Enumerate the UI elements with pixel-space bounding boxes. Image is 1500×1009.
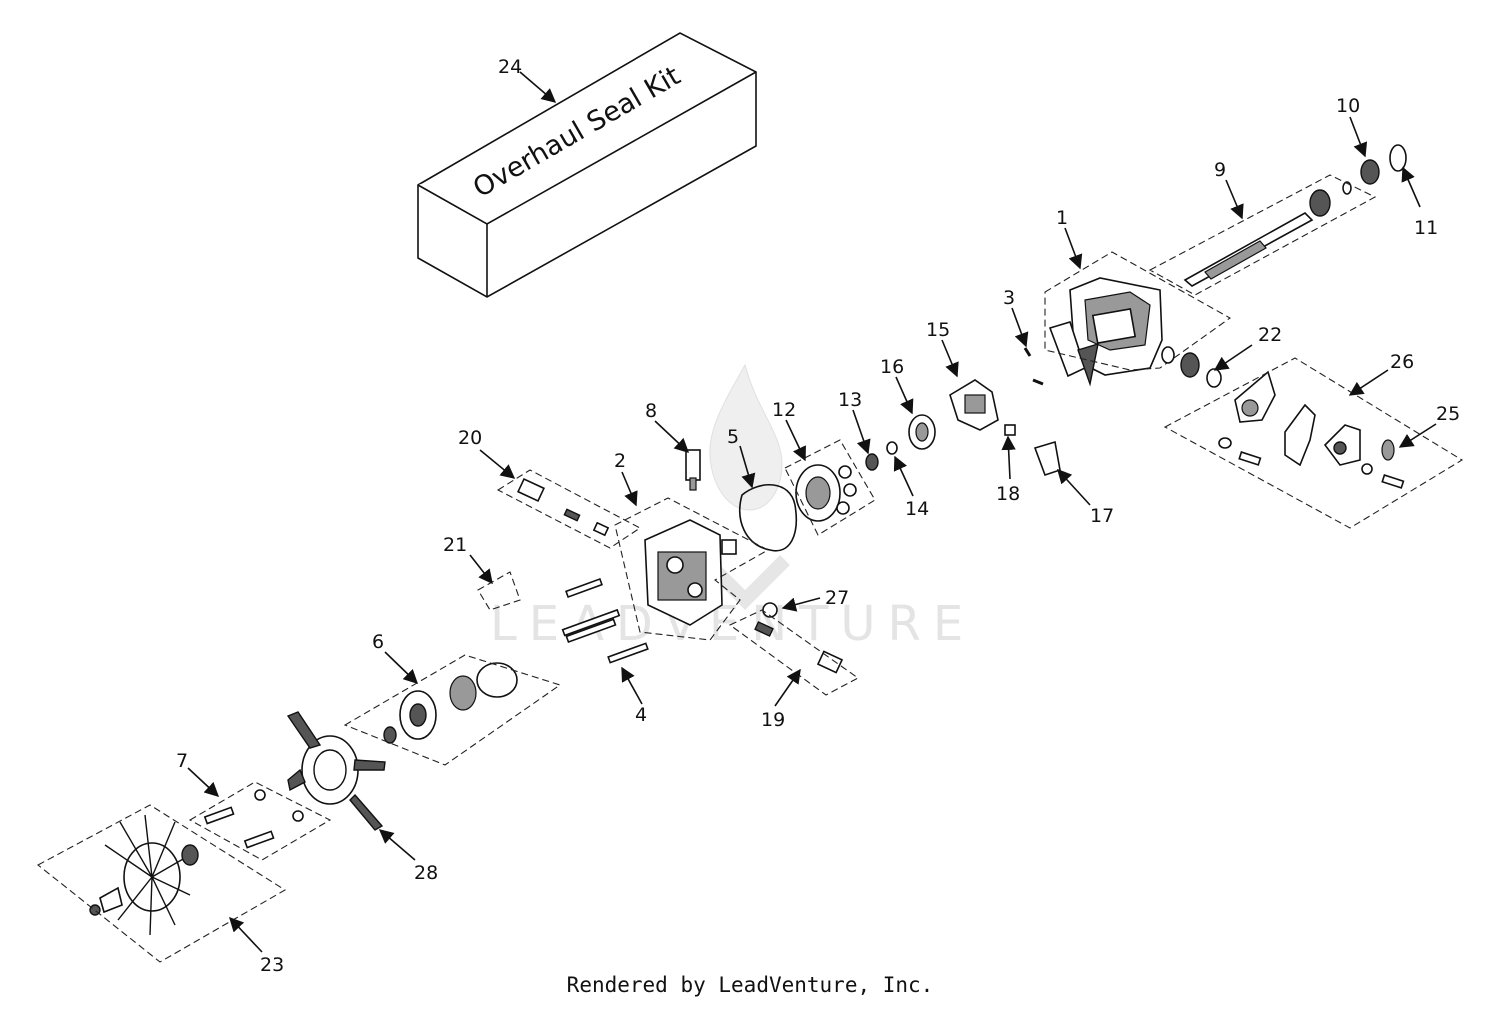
callout-26: 26	[1390, 351, 1414, 373]
retaining-ring-11	[1389, 144, 1407, 172]
callout-labels: 24 1 2 3 4 5 6 7 8 9 10 11 12 13 14 15 1…	[176, 56, 1460, 976]
screws-7	[203, 789, 304, 849]
pin-3b	[1032, 378, 1044, 386]
center-section	[644, 519, 737, 626]
charge-pump-6	[383, 662, 518, 744]
callout-8: 8	[645, 400, 657, 422]
callout-21: 21	[443, 534, 467, 556]
callout-22: 22	[1258, 324, 1282, 346]
callout-4: 4	[635, 704, 647, 726]
valve-8	[685, 449, 701, 491]
bypass-valve-20	[517, 477, 610, 537]
cylinder-block	[795, 464, 857, 522]
cooling-fan-23	[89, 814, 199, 936]
callout-14: 14	[905, 498, 929, 520]
callout-18: 18	[996, 483, 1020, 505]
output-shaft	[1183, 181, 1352, 287]
callout-9: 9	[1214, 159, 1226, 181]
callout-1: 1	[1056, 207, 1068, 229]
pin-3a	[1023, 347, 1032, 357]
callout-7: 7	[176, 750, 188, 772]
callout-13: 13	[838, 389, 862, 411]
footer-credit: Rendered by LeadVenture, Inc.	[566, 973, 934, 997]
callout-16: 16	[880, 356, 904, 378]
main-housing	[1048, 277, 1163, 387]
callout-24: 24	[498, 56, 522, 78]
callout-28: 28	[414, 862, 438, 884]
control-arm-assembly	[1218, 370, 1405, 489]
callout-17: 17	[1090, 505, 1114, 527]
callout-5: 5	[727, 426, 739, 448]
callout-19: 19	[761, 709, 785, 731]
callout-2: 2	[614, 450, 626, 472]
callout-3: 3	[1003, 287, 1015, 309]
leader-lines	[187, 71, 1437, 953]
callout-12: 12	[772, 399, 796, 421]
check-valve-19	[754, 602, 844, 674]
fan-hub-28	[286, 711, 386, 831]
callout-27: 27	[825, 587, 849, 609]
bearing-10	[1360, 159, 1380, 185]
bolts-4	[561, 577, 649, 664]
callout-10: 10	[1336, 95, 1360, 117]
callout-25: 25	[1436, 403, 1460, 425]
callout-15: 15	[926, 319, 950, 341]
callout-6: 6	[372, 631, 384, 653]
swashplate-group	[865, 379, 1061, 477]
callout-20: 20	[458, 427, 482, 449]
gasket-5	[739, 483, 797, 552]
callout-11: 11	[1414, 217, 1438, 239]
overhaul-seal-kit-box: Overhaul Seal Kit	[417, 32, 757, 298]
callout-23: 23	[260, 954, 284, 976]
